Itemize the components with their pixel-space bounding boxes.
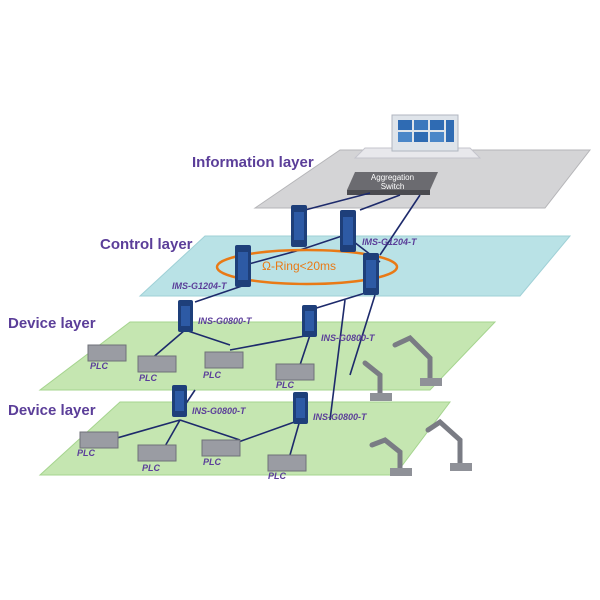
device-switch-upper-right bbox=[302, 305, 317, 337]
device-switch-lower-left bbox=[172, 385, 187, 417]
plc-label-upper-4: PLC bbox=[276, 380, 294, 390]
device-switch-lower-right bbox=[293, 392, 308, 424]
control-switch-right-label: IMS-G1204-T bbox=[362, 237, 417, 247]
plc-device-upper-4 bbox=[275, 363, 315, 381]
aggregation-switch-label: Aggregation Switch bbox=[355, 173, 430, 191]
device-layer-2-label: Device layer bbox=[8, 402, 96, 419]
plc-device-lower-1 bbox=[79, 431, 119, 449]
control-switch-right bbox=[363, 253, 379, 295]
control-layer-label: Control layer bbox=[100, 236, 193, 253]
plc-device-upper-2 bbox=[137, 355, 177, 373]
robot-base-icon bbox=[370, 378, 472, 476]
device-switch-upper-left-label: INS-G0800-T bbox=[198, 316, 252, 326]
plc-device-upper-3 bbox=[204, 351, 244, 369]
plc-label-lower-4: PLC bbox=[268, 471, 286, 481]
device-layer-1-label: Device layer bbox=[8, 315, 96, 332]
plc-label-upper-2: PLC bbox=[139, 373, 157, 383]
plc-device-lower-3 bbox=[201, 439, 241, 457]
robot-arm-icon bbox=[362, 334, 463, 473]
ring-ellipse bbox=[215, 248, 399, 286]
device-switch-lower-left-label: INS-G0800-T bbox=[192, 406, 246, 416]
plc-label-upper-1: PLC bbox=[90, 361, 108, 371]
control-room-icon bbox=[353, 114, 482, 159]
aggregation-switch-line2: Switch bbox=[380, 182, 405, 191]
control-switch-left-label: IMS-G1204-T bbox=[172, 281, 227, 291]
plc-label-lower-1: PLC bbox=[77, 448, 95, 458]
control-switch-top-right bbox=[340, 210, 356, 252]
device-switch-upper-left bbox=[178, 300, 193, 332]
plc-label-upper-3: PLC bbox=[203, 370, 221, 380]
ring-label: Ω-Ring<20ms bbox=[262, 259, 336, 273]
control-switch-top-left bbox=[291, 205, 307, 247]
control-switch-left bbox=[235, 245, 251, 287]
plc-label-lower-2: PLC bbox=[142, 463, 160, 473]
device-switch-upper-right-label: INS-G0800-T bbox=[321, 333, 375, 343]
device-switch-lower-right-label: INS-G0800-T bbox=[313, 412, 367, 422]
information-layer-label: Information layer bbox=[192, 154, 314, 171]
plc-device-lower-4 bbox=[267, 454, 307, 472]
plc-label-lower-3: PLC bbox=[203, 457, 221, 467]
aggregation-switch-line1: Aggregation bbox=[370, 173, 415, 182]
plc-device-upper-1 bbox=[87, 344, 127, 362]
plc-device-lower-2 bbox=[137, 444, 177, 462]
